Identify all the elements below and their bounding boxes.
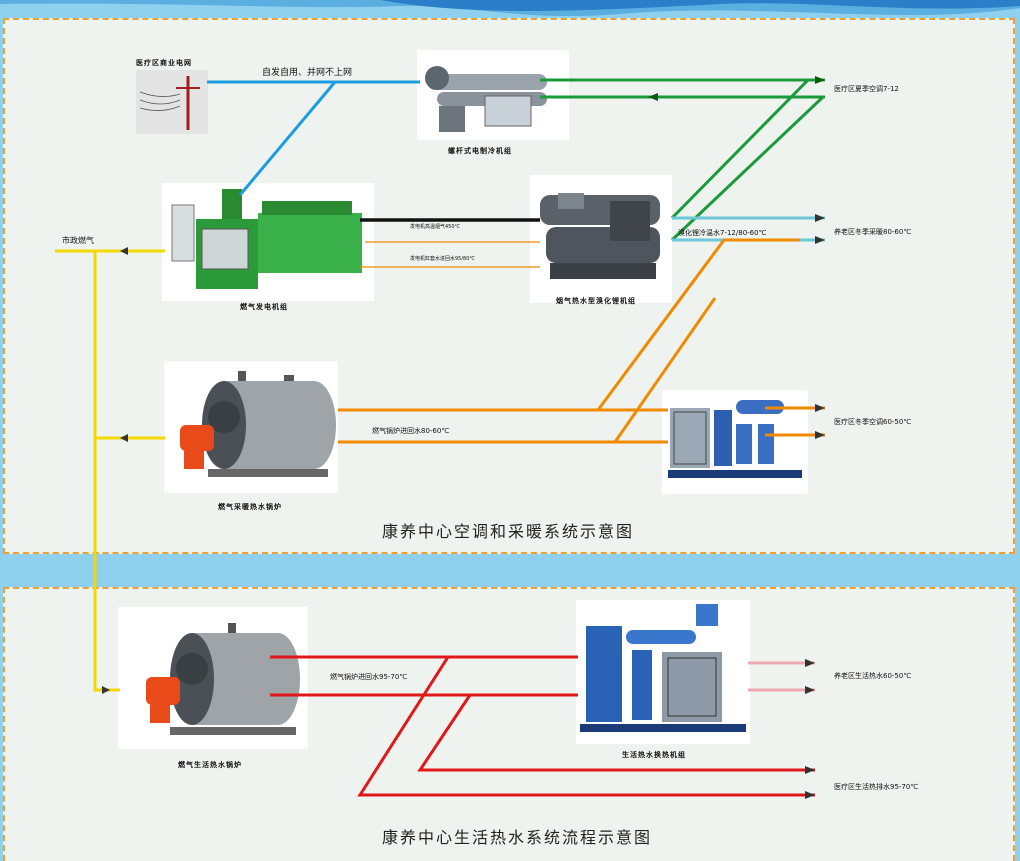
grid-caption: 医疗区商业电网 bbox=[136, 59, 192, 67]
winter-ac-out bbox=[765, 406, 825, 437]
output-medical-winter: 医疗区冬季空调60-50℃ bbox=[834, 418, 912, 426]
boiler-heating-supply bbox=[338, 238, 800, 412]
output-medical-summer: 医疗区夏季空调7-12 bbox=[834, 85, 899, 93]
heating-boiler-photo bbox=[164, 361, 338, 493]
bottom-section-title: 康养中心生活热水系统流程示意图 bbox=[382, 828, 653, 847]
chilled-riser-2 bbox=[670, 95, 825, 242]
plate-exchanger-photo bbox=[662, 390, 808, 494]
chilled-riser-1 bbox=[670, 78, 810, 220]
output-elderly-winter: 养老区冬季采暖80-60℃ bbox=[834, 228, 912, 236]
output-medical-hot-water: 医疗区生活热排水95-70℃ bbox=[834, 783, 919, 791]
hot-water-boiler-caption: 燃气生活热水锅炉 bbox=[178, 761, 242, 769]
top-section-title: 康养中心空调和采暖系统示意图 bbox=[382, 522, 635, 541]
heating-boiler-caption: 燃气采暖热水锅炉 bbox=[218, 503, 282, 511]
municipal-gas-label: 市政燃气 bbox=[62, 236, 94, 245]
boiler-heating-branch bbox=[598, 408, 668, 444]
header-wave bbox=[0, 0, 1020, 17]
output-elderly-hot-water: 养老区生活热水60-50℃ bbox=[834, 672, 912, 680]
boiler-heating-label: 燃气锅炉进回水80-60℃ bbox=[372, 427, 450, 435]
grid-note-label: 自发自用、并网不上网 bbox=[262, 68, 353, 78]
hot-water-boiler-photo bbox=[118, 607, 308, 749]
hot-water-diag-2 bbox=[357, 656, 815, 797]
gas-main-line bbox=[55, 249, 165, 692]
grid-photo bbox=[136, 70, 208, 134]
lithium-water-label: 溴化锂冷温水7-12/80-60℃ bbox=[678, 229, 767, 237]
absorption-chiller-caption: 烟气热水型溴化锂机组 bbox=[556, 297, 636, 305]
boiler-heating-return bbox=[338, 297, 717, 444]
hot-water-exchanger-photo bbox=[576, 600, 750, 744]
exhaust-label: 发电机高温烟气450℃ bbox=[410, 224, 461, 230]
hot-water-diag-1 bbox=[417, 694, 815, 772]
boiler-hot-water-label: 燃气锅炉进回水95-70℃ bbox=[330, 673, 408, 681]
jacket-water-label: 发电机缸套水进回水95/80℃ bbox=[410, 256, 476, 262]
screw-chiller-caption: 螺杆式电制冷机组 bbox=[448, 147, 512, 155]
hot-water-supply bbox=[270, 655, 578, 697]
gas-generator-photo bbox=[162, 183, 374, 301]
absorption-chiller-photo bbox=[530, 175, 672, 303]
jacket-water-line bbox=[360, 241, 540, 268]
elderly-hot-water-out bbox=[748, 661, 815, 692]
gas-generator-caption: 燃气发电机组 bbox=[240, 303, 288, 311]
screw-chiller-photo bbox=[417, 50, 569, 140]
generator-electric-line bbox=[238, 81, 337, 196]
heat-exchanger-caption: 生活热水换热机组 bbox=[622, 751, 686, 759]
